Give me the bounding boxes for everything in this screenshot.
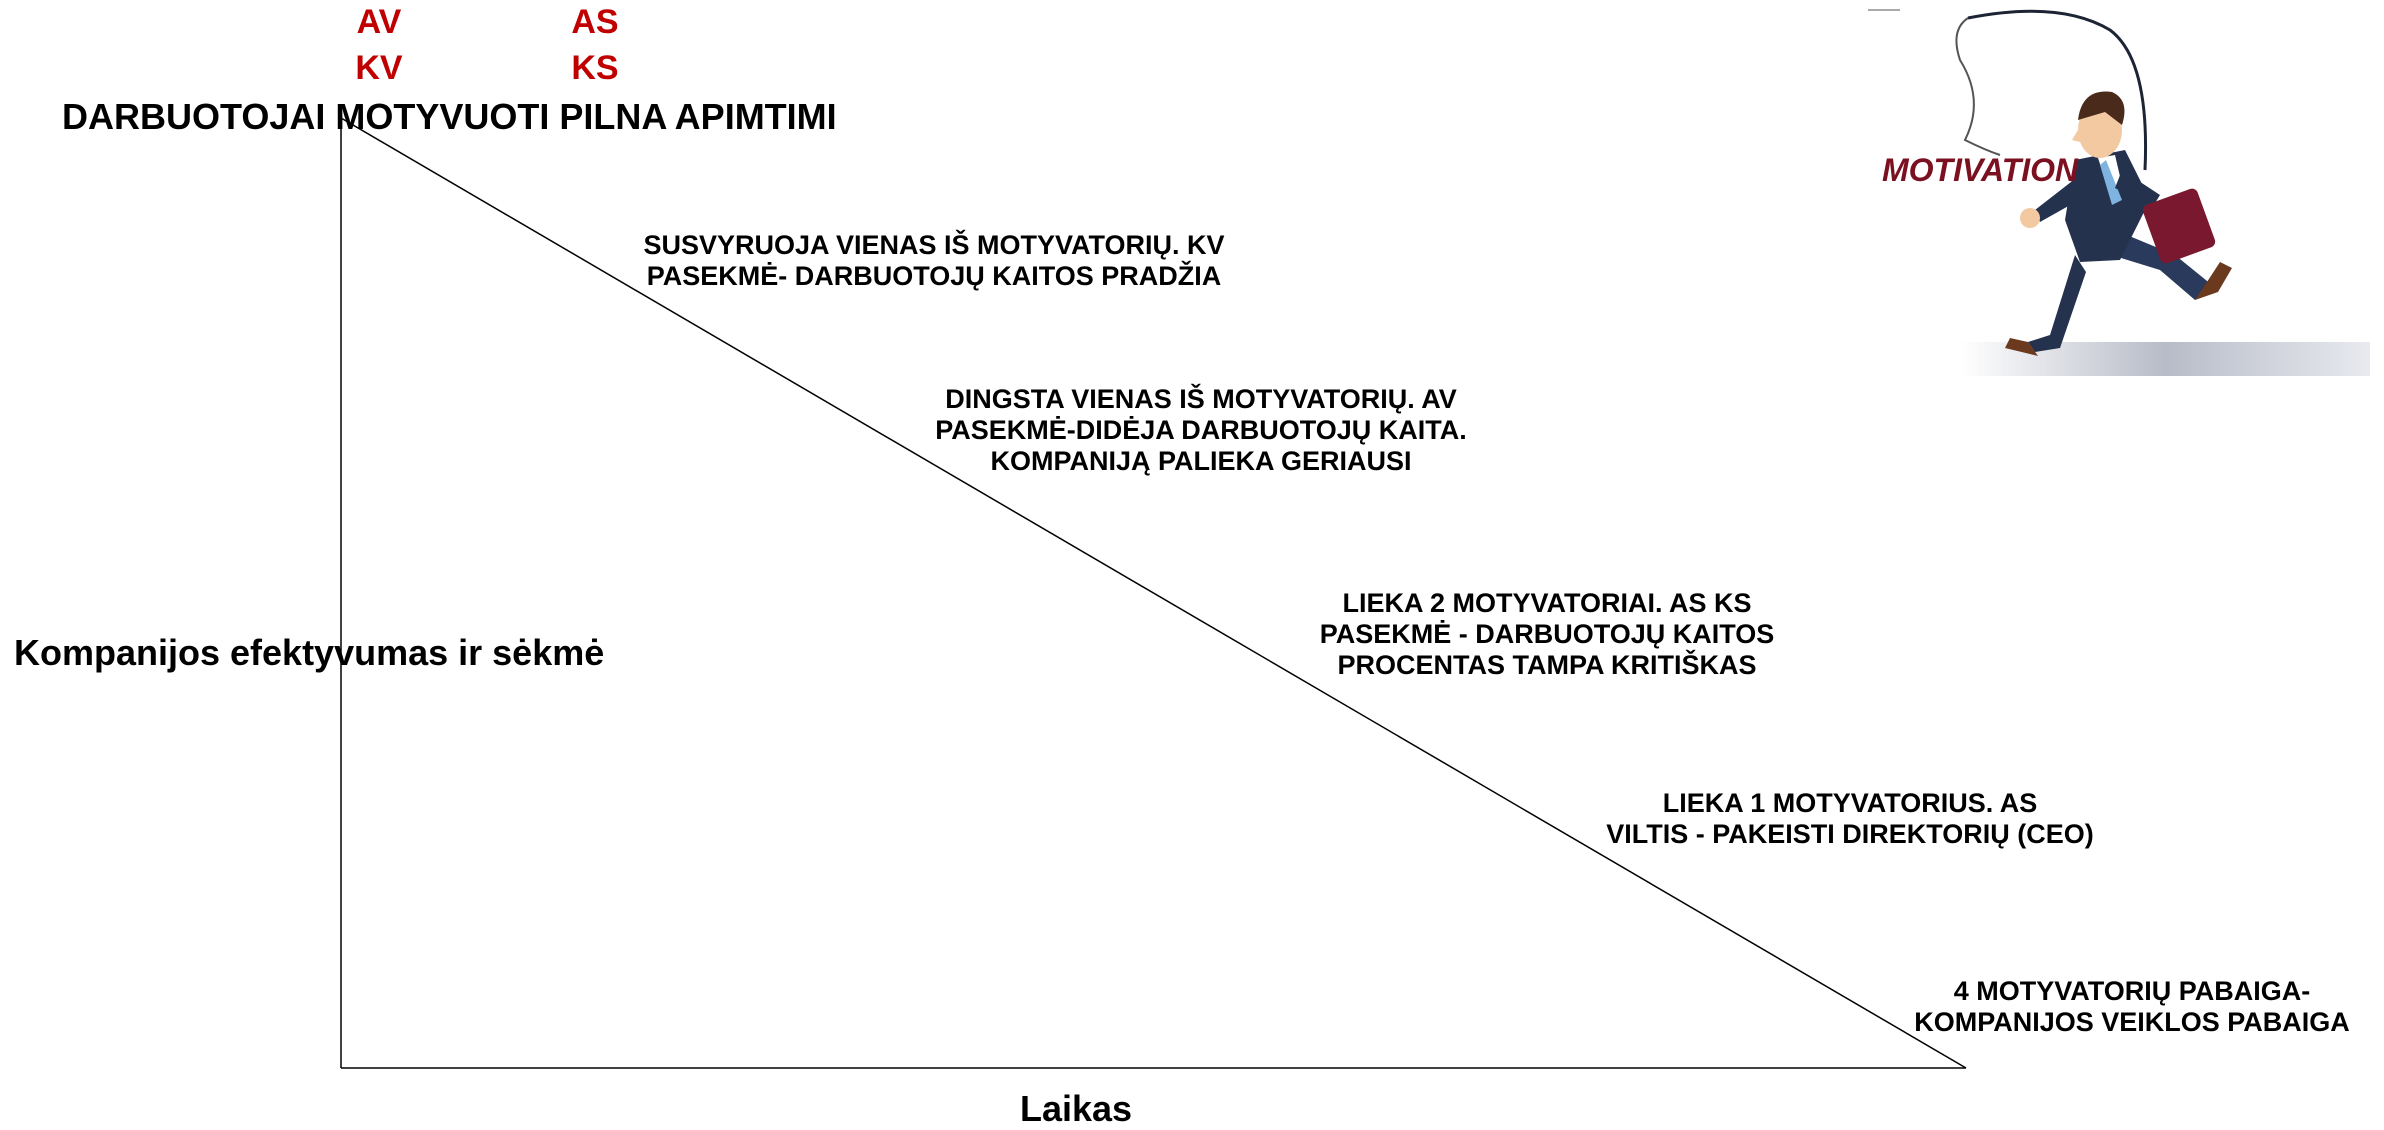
stage-5-line-2: KOMPANIJOS VEIKLOS PABAIGA — [1914, 1007, 2350, 1037]
code-as: AS — [571, 3, 619, 41]
y-axis-label: Kompanijos efektyvumas ir sėkmė — [14, 632, 605, 673]
stage-2-line-3: KOMPANIJĄ PALIEKA GERIAUSI — [990, 446, 1412, 476]
stage-1-text: SUSVYRUOJA VIENAS IŠ MOTYVATORIŲ. KV PAS… — [608, 230, 1260, 292]
stage-5-text: 4 MOTYVATORIŲ PABAIGA- KOMPANIJOS VEIKLO… — [1890, 976, 2374, 1038]
stage-3-text: LIEKA 2 MOTYVATORIAI. AS KS PASEKMĖ - DA… — [1274, 588, 1820, 681]
motivation-word: MOTIVATION — [1882, 152, 2079, 188]
code-ks: KS — [571, 49, 619, 87]
stage-1-line-2: PASEKMĖ- DARBUOTOJŲ KAITOS PRADŽIA — [646, 261, 1222, 291]
stage-1-line-1: SUSVYRUOJA VIENAS IŠ MOTYVATORIŲ. KV — [643, 230, 1225, 260]
stage-2-text: DINGSTA VIENAS IŠ MOTYVATORIŲ. AV PASEKM… — [898, 384, 1504, 477]
x-axis-label: Laikas — [1020, 1088, 1133, 1129]
stage-3-line-2: PASEKMĖ - DARBUOTOJŲ KAITOS — [1319, 619, 1775, 649]
stage-4-line-2: VILTIS - PAKEISTI DIREKTORIŲ (CEO) — [1606, 819, 2094, 849]
stage-2-line-1: DINGSTA VIENAS IŠ MOTYVATORIŲ. AV — [945, 384, 1457, 414]
top-title: DARBUOTOJAI MOTYVUOTI PILNA APIMTIMI — [62, 96, 837, 137]
stage-4-line-1: LIEKA 1 MOTYVATORIUS. AS — [1662, 788, 2038, 818]
code-kv: KV — [355, 49, 403, 87]
stage-4-text: LIEKA 1 MOTYVATORIUS. AS VILTIS - PAKEIS… — [1570, 788, 2130, 850]
stage-2-line-2: PASEKMĖ-DIDĖJA DARBUOTOJŲ KAITA. — [935, 415, 1467, 445]
code-av: AV — [356, 3, 402, 41]
stage-3-line-1: LIEKA 2 MOTYVATORIAI. AS KS — [1342, 588, 1752, 618]
running-businessman-chasing-motivation-icon — [1868, 9, 2370, 376]
decline-line — [340, 117, 1967, 1069]
stage-5-line-1: 4 MOTYVATORIŲ PABAIGA- — [1953, 976, 2311, 1006]
stage-3-line-3: PROCENTAS TAMPA KRITIŠKAS — [1337, 650, 1757, 680]
